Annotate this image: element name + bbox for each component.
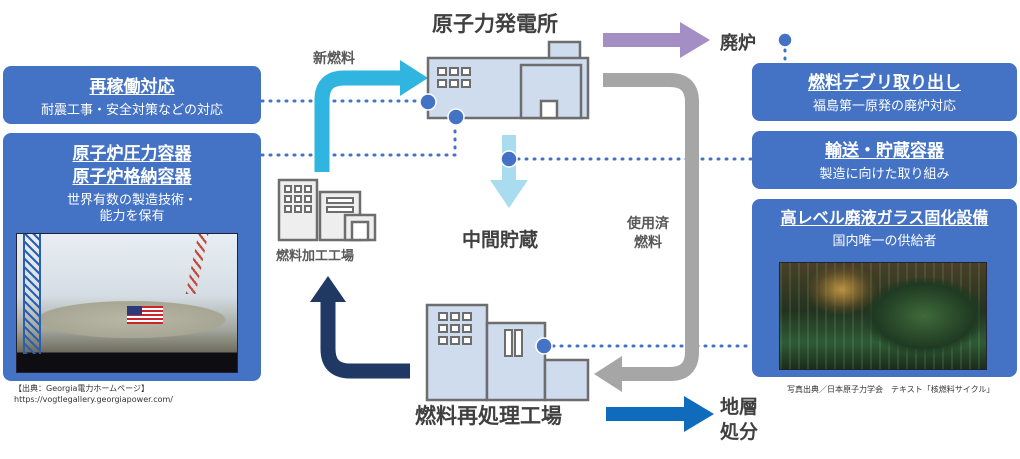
decommission-label: 廃炉: [720, 33, 756, 54]
card-restart-title: 再稼働対応: [89, 77, 175, 97]
interim-storage-arrow: [490, 135, 528, 208]
power-plant-building-icon: [426, 40, 590, 120]
card-restart-sub: 耐震工事・安全対策などの対応: [40, 103, 223, 118]
card-vitrification-sub: 国内唯一の供給者: [832, 234, 937, 249]
reprocessing-building-icon: [425, 303, 590, 402]
crane-right: [185, 234, 209, 294]
interim-storage-label: 中間貯蔵: [462, 229, 539, 251]
recycle-arrow: [310, 276, 410, 379]
dot-decommission: [777, 32, 793, 48]
reactor-vessel-photo: [16, 233, 238, 373]
dot-vitrification: [535, 337, 553, 355]
fuel-fabrication-label: 燃料加工工場: [276, 249, 355, 264]
card-cask: 輸送・貯蔵容器 製造に向けた取り組み: [752, 131, 1017, 189]
geological-disposal-label: 地層 処分: [720, 395, 758, 445]
card-debris: 燃料デブリ取り出し 福島第一原発の廃炉対応: [752, 63, 1017, 121]
dot-reactor-vessel: [447, 108, 465, 126]
left-credit-link[interactable]: https://vogtlegallery.georgiapower.com/: [14, 395, 173, 404]
left-photo-credit: 【出典：Georgia電力ホームページ】 https://vogtlegalle…: [14, 383, 173, 405]
decommission-arrow: [603, 22, 710, 58]
reprocessing-label: 燃料再処理工場: [415, 404, 562, 428]
card-reactor-vessel-title-1: 原子炉圧力容器: [72, 144, 192, 164]
card-vitrification-title: 高レベル廃液ガラス固化設備: [780, 208, 989, 227]
spent-fuel-label-line1: 使用済: [627, 216, 669, 232]
right-photo-credit: 写真出典／日本原子力学会 テキスト「核燃料サイクル」: [787, 385, 995, 394]
dot-restart: [419, 93, 437, 111]
geological-disposal-line2: 処分: [720, 421, 759, 443]
power-plant-label: 原子力発電所: [432, 12, 558, 36]
fuel-fabrication-building-icon: [277, 178, 377, 242]
new-fuel-arrow: [314, 60, 428, 172]
card-reactor-vessel-title-2: 原子炉格納容器: [72, 167, 192, 187]
card-reactor-vessel: 原子炉圧力容器 原子炉格納容器 世界有数の製造技術・ 能力を保有: [3, 133, 261, 381]
dot-cask: [500, 150, 518, 168]
card-cask-title: 輸送・貯蔵容器: [825, 141, 944, 161]
spent-fuel-arrow: [594, 73, 699, 392]
spent-fuel-label: 使用済 燃料: [627, 215, 669, 253]
card-cask-sub: 製造に向けた取り組み: [819, 167, 950, 182]
spent-fuel-label-line2: 燃料: [634, 235, 662, 251]
crane-left: [23, 234, 41, 354]
new-fuel-label: 新燃料: [313, 51, 355, 67]
vitrification-photo: [779, 262, 987, 370]
card-reactor-vessel-sub-2: 能力を保有: [99, 209, 165, 224]
disposal-arrow: [606, 396, 714, 432]
flag: [127, 306, 163, 324]
card-vitrification: 高レベル廃液ガラス固化設備 国内唯一の供給者: [752, 199, 1017, 377]
connector-dots: [419, 32, 793, 355]
card-restart: 再稼働対応 耐震工事・安全対策などの対応: [3, 66, 261, 124]
connector-reactor-vessel: [260, 116, 457, 157]
card-debris-sub: 福島第一原発の廃炉対応: [812, 99, 956, 114]
left-credit-line1: 【出典：Georgia電力ホームページ】: [14, 384, 149, 393]
card-reactor-vessel-sub-1: 世界有数の製造技術・: [66, 193, 197, 208]
geological-disposal-line1: 地層: [720, 396, 759, 418]
card-debris-title: 燃料デブリ取り出し: [808, 73, 961, 93]
